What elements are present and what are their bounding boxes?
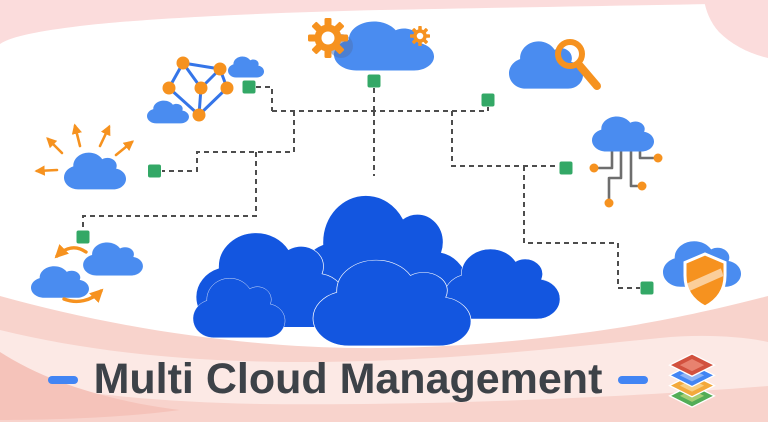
security-cloud [663,241,742,309]
top-right-corner [704,0,768,58]
page-title: Multi Cloud Management [93,355,603,404]
cloud-shape [592,116,655,152]
broadcast-arrows-icon [34,123,135,176]
cloud-shape [31,266,89,298]
cloud-shape [64,152,127,190]
layers-stack-icon [668,353,717,408]
connector-node [559,161,573,175]
network-mesh-icon [162,56,234,122]
connector-line-mesh [256,86,273,111]
title-dash-left [47,376,78,384]
sync-arrows-icon [54,243,104,304]
connector-node [481,93,495,107]
connector-line-circuit [451,111,559,167]
cloud-shape [82,242,144,276]
dashed-connector-lines [82,86,640,289]
connector-line-sync [82,152,257,230]
network-mesh-cloud [147,56,265,124]
title-row: Multi Cloud Management [0,349,768,411]
broadcast-cloud [34,123,135,190]
connector-node [640,281,654,295]
cloud-shape [147,100,189,124]
shield-icon [677,252,733,309]
gear-icon [308,18,348,58]
connector-line-shield [523,166,640,289]
connector-node [242,80,256,94]
cloud-shape [228,56,265,78]
circuit-cloud [589,116,663,208]
title-dash-right [618,376,649,384]
connector-nodes [76,74,654,295]
bottom-wave-light [0,330,768,405]
connector-node [367,74,381,88]
search-cloud [509,39,601,90]
circuit-lines-icon [589,146,663,208]
search-icon [555,39,601,90]
layer-red [668,353,717,377]
central-cloud-cluster [192,194,561,347]
connector-node [148,164,161,178]
top-left-wave [0,0,768,44]
bottom-wave-deep [0,352,180,420]
connector-node [76,230,90,244]
connector-line-broadcast [162,111,295,172]
settings-cloud [308,18,435,71]
small-gear-icon [410,26,430,46]
sync-clouds [31,242,144,304]
